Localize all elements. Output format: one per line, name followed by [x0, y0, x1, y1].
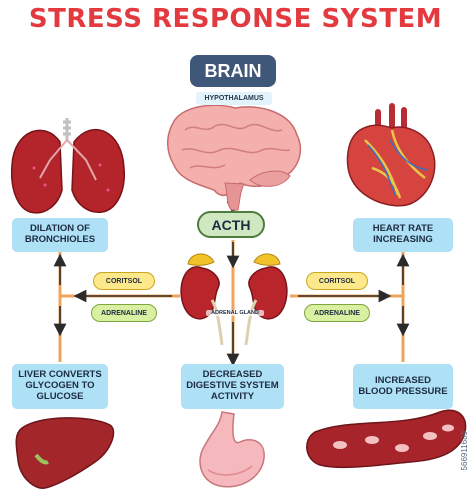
liver-illustration	[15, 417, 115, 489]
adrenaline-pill-left: ADRENALINE	[91, 304, 157, 322]
adrenal-gland-label: ADRENAL GLAND	[206, 310, 264, 316]
heart-rate-box: HEART RATE INCREASING	[353, 218, 453, 252]
kidneys-illustration	[180, 253, 288, 346]
acth-label: ACTH	[197, 211, 265, 238]
brain-illustration	[167, 104, 302, 211]
brain-label: BRAIN	[190, 55, 276, 87]
digestive-box: DECREASED DIGESTIVE SYSTEM ACTIVITY	[181, 364, 284, 409]
cortisol-pill-right: CORITSOL	[306, 272, 368, 290]
stomach-illustration	[199, 411, 265, 488]
blood-vessel-illustration	[306, 409, 467, 469]
liver-box: LIVER CONVERTS GLYCOGEN TO GLUCOSE	[12, 364, 108, 409]
diagram-title: STRESS RESPONSE SYSTEM	[28, 4, 443, 34]
blood-pressure-box: INCREASED BLOOD PRESSURE	[353, 364, 453, 409]
heart-illustration	[346, 103, 436, 207]
stock-watermark-id: 566911689	[460, 430, 469, 470]
flow-arrows	[53, 195, 410, 367]
adrenaline-pill-right: ADRENALINE	[304, 304, 370, 322]
cortisol-pill-left: CORITSOL	[93, 272, 155, 290]
lungs-illustration	[10, 118, 125, 214]
connector-lines	[58, 240, 405, 362]
hypothalamus-label: HYPOTHALAMUS	[196, 92, 272, 105]
bronchioles-box: DILATION OF BRONCHIOLES	[12, 218, 108, 252]
